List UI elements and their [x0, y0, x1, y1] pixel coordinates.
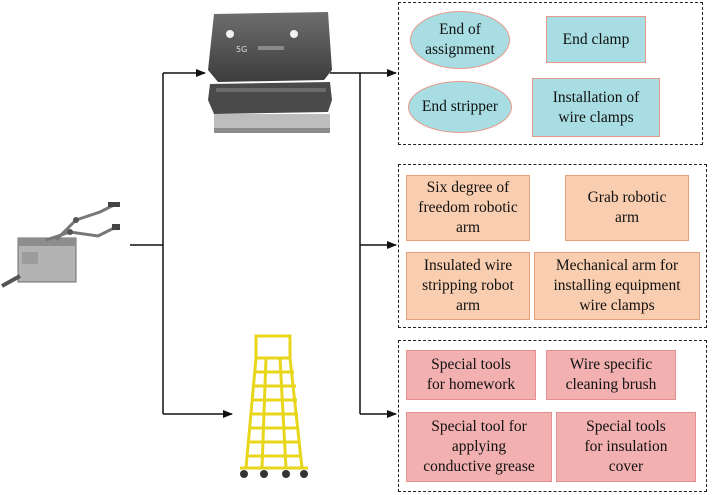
node-installation-of-wire-clamps: Installation of wire clamps	[532, 78, 660, 137]
group-robotic-arms: Six degree of freedom robotic arm Grab r…	[398, 164, 707, 328]
node-end-of-assignment: End of assignment	[410, 11, 510, 69]
bucket-arm-illustration	[1, 202, 120, 288]
vehicle-badge: 5G	[236, 45, 247, 54]
node-six-dof-arm: Six degree of freedom robotic arm	[406, 175, 530, 241]
node-end-stripper: End stripper	[408, 81, 512, 133]
ladder-illustration	[240, 334, 308, 478]
group-special-tools: Special tools for homework Wire specific…	[398, 340, 707, 492]
node-insulation-cover-tools: Special tools for insulation cover	[556, 412, 696, 482]
right-headlight	[290, 30, 298, 38]
node-cleaning-brush: Wire specific cleaning brush	[546, 350, 676, 400]
node-wire-clamp-arm: Mechanical arm for installing equipment …	[534, 252, 700, 320]
node-wire-stripping-arm: Insulated wire stripping robot arm	[406, 252, 530, 320]
robot-vehicle-illustration: 5G	[208, 12, 332, 133]
group-end-tools: End of assignment End clamp End stripper…	[398, 2, 703, 145]
left-headlight	[226, 30, 234, 38]
node-homework-tools: Special tools for homework	[406, 350, 536, 400]
node-end-clamp: End clamp	[546, 16, 646, 63]
node-conductive-grease-tool: Special tool for applying conductive gre…	[406, 412, 552, 482]
node-grab-arm: Grab robotic arm	[565, 175, 689, 241]
